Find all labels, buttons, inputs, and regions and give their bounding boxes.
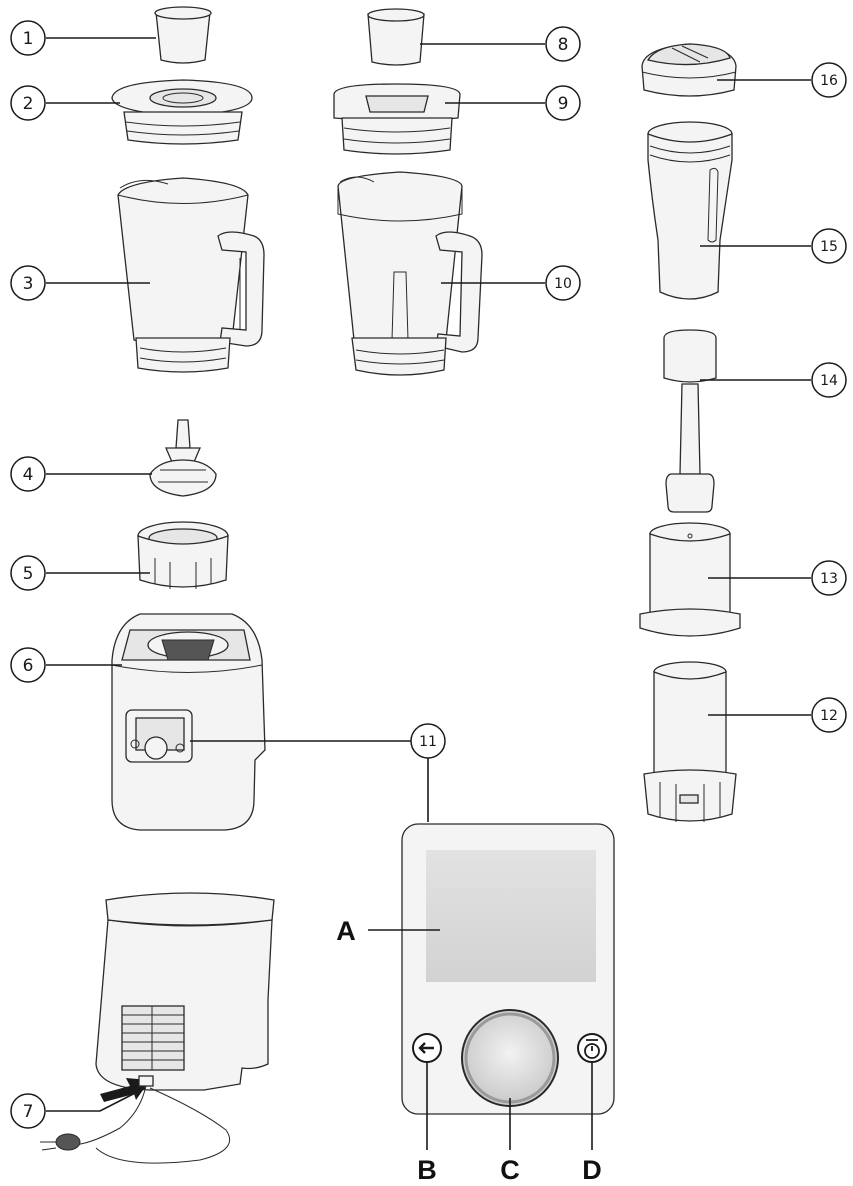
callout-label: 14 (820, 373, 838, 389)
callout-11: 11 (410, 723, 446, 759)
part-7-base-rear-cord (40, 892, 275, 1164)
part-8-measuring-cup (367, 8, 425, 66)
part-1-measuring-cup (154, 6, 212, 64)
callout-label: 3 (23, 274, 34, 294)
callout-label: 6 (23, 656, 34, 676)
part-4-blade-unit (149, 419, 217, 497)
callout-4: 4 (10, 456, 46, 492)
callout-9: 9 (545, 85, 581, 121)
callout-label: 16 (820, 73, 838, 89)
part-10-square-jar (337, 171, 483, 376)
part-5-base-ring (137, 521, 229, 589)
callout-5: 5 (10, 555, 46, 591)
part-6-motor-base (111, 613, 266, 831)
label-d-timer-button: D (582, 1155, 602, 1185)
callout-label: 8 (558, 35, 569, 55)
callout-label: 5 (23, 564, 34, 584)
part-15-travel-bottle (647, 121, 733, 300)
part-9-square-lid (333, 83, 461, 155)
part-3-glass-jar (117, 177, 265, 373)
callout-10: 10 (545, 265, 581, 301)
callout-2: 2 (10, 85, 46, 121)
callout-label: 13 (820, 571, 838, 587)
callout-1: 1 (10, 20, 46, 56)
callout-7: 7 (10, 1093, 46, 1129)
callout-label: 9 (558, 94, 569, 114)
label-c-knob: C (500, 1155, 520, 1185)
label-b-back-button: B (417, 1155, 437, 1185)
part-13-grinder-cover (639, 522, 741, 637)
display-screen (426, 850, 596, 982)
callout-label: 12 (820, 708, 838, 724)
part-16-bottle-lid (641, 43, 737, 97)
part-14-spatula (663, 329, 717, 513)
callout-6: 6 (10, 647, 46, 683)
control-knob-icon[interactable] (461, 1009, 559, 1107)
callout-15: 15 (811, 228, 847, 264)
callout-label: 15 (820, 239, 838, 255)
part-2-lid (111, 79, 253, 145)
callout-label: 10 (554, 276, 572, 292)
label-a-display: A (336, 916, 356, 946)
callout-label: 11 (419, 734, 437, 750)
callout-label: 2 (23, 94, 34, 114)
callout-14: 14 (811, 362, 847, 398)
callout-16: 16 (811, 62, 847, 98)
control-panel-detail (401, 823, 615, 1115)
callout-label: 1 (23, 29, 34, 49)
callout-label: 7 (23, 1102, 34, 1122)
back-arrow-icon[interactable] (412, 1033, 442, 1063)
callout-label: 4 (23, 465, 34, 485)
callout-13: 13 (811, 560, 847, 596)
timer-icon[interactable] (577, 1033, 607, 1063)
callout-3: 3 (10, 265, 46, 301)
callout-12: 12 (811, 697, 847, 733)
part-12-grinder-jar (643, 661, 737, 822)
callout-8: 8 (545, 26, 581, 62)
